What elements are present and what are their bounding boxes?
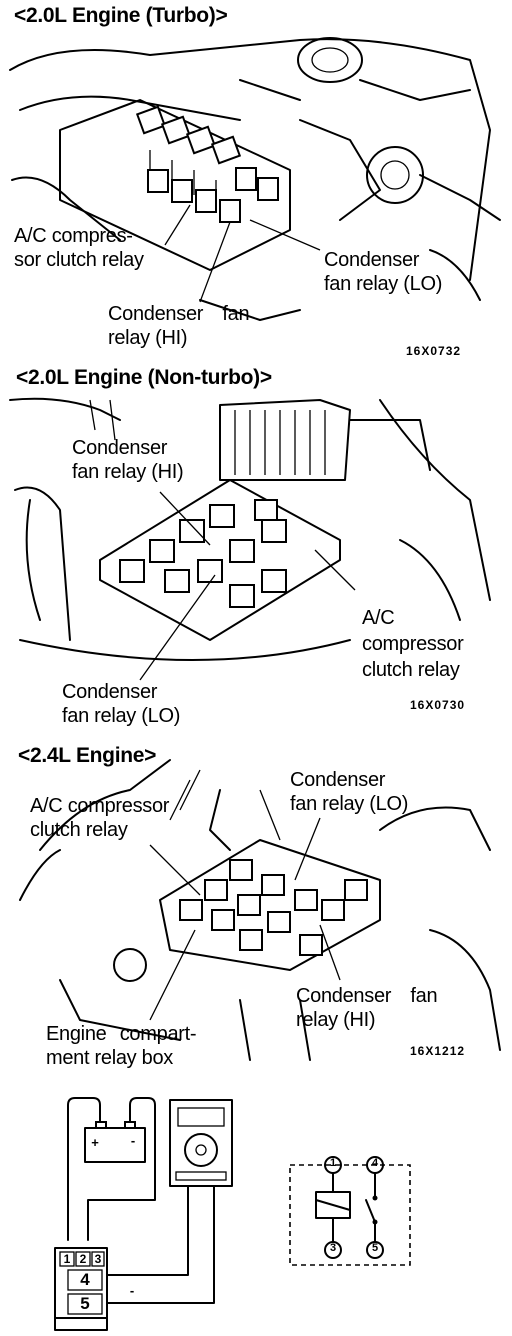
label-24l-hi-1: Condenser fan	[296, 985, 438, 1007]
label-24l-lo-2: fan relay (LO)	[290, 793, 409, 815]
nonturbo-relay-block	[119, 499, 287, 608]
label-24l-ac-1: A/C compressor	[30, 795, 170, 817]
nonturbo-engine-illustration	[9, 397, 491, 661]
label-nonturbo-ac-1: A/C	[362, 607, 395, 629]
relay-schematic	[289, 1156, 411, 1266]
figure-code-nonturbo: 16X0730	[410, 698, 466, 712]
schematic-terminal-1: 1	[329, 1157, 337, 1169]
heading-turbo: <2.0L Engine (Turbo)>	[14, 4, 228, 27]
ground-minus-sign: -	[129, 1283, 135, 1298]
schematic-terminal-5: 5	[371, 1242, 379, 1254]
schematic-terminal-3: 3	[329, 1242, 337, 1254]
turbo-engine-illustration	[9, 37, 501, 321]
label-24l-hi-2: relay (HI)	[296, 1009, 376, 1031]
figure-code-turbo: 16X0732	[406, 344, 462, 358]
turbo-relay-block	[135, 105, 279, 223]
heading-nonturbo: <2.0L Engine (Non-turbo)>	[16, 366, 272, 389]
24l-engine-illustration	[19, 759, 501, 1061]
label-turbo-ac-1: A/C compres-	[14, 225, 133, 247]
label-turbo-hi-1: Condenser fan	[108, 303, 250, 325]
test-circuit-wiring	[54, 1097, 233, 1331]
label-24l-box-2: ment relay box	[46, 1047, 173, 1069]
label-turbo-lo-2: fan relay (LO)	[324, 273, 443, 295]
label-turbo-hi-2: relay (HI)	[108, 327, 188, 349]
label-nonturbo-hi-1: Condenser	[72, 437, 168, 459]
label-nonturbo-hi-2: fan relay (HI)	[72, 461, 184, 483]
schematic-terminal-4: 4	[371, 1157, 379, 1169]
relay-terminal-1: 1	[63, 1252, 71, 1266]
heading-24l: <2.4L Engine>	[18, 744, 157, 767]
label-24l-lo-1: Condenser	[290, 769, 386, 791]
label-24l-box-1: Engine compart-	[46, 1023, 197, 1045]
label-nonturbo-ac-2: compressor	[362, 633, 464, 655]
label-turbo-ac-2: sor clutch relay	[14, 249, 144, 271]
relay-terminal-5: 5	[80, 1294, 90, 1313]
24l-relay-block	[179, 859, 368, 956]
label-nonturbo-lo-1: Condenser	[62, 681, 158, 703]
battery-plus-sign: +	[91, 1135, 99, 1150]
label-24l-ac-2: clutch relay	[30, 819, 128, 841]
relay-terminal-3: 3	[94, 1252, 102, 1266]
relay-terminal-2: 2	[79, 1252, 87, 1266]
relay-terminal-4: 4	[80, 1270, 90, 1289]
label-turbo-lo-1: Condenser	[324, 249, 420, 271]
figure-code-24l: 16X1212	[410, 1044, 466, 1058]
label-nonturbo-ac-3: clutch relay	[362, 659, 460, 681]
label-nonturbo-lo-2: fan relay (LO)	[62, 705, 181, 727]
battery-minus-sign: -	[130, 1133, 136, 1148]
